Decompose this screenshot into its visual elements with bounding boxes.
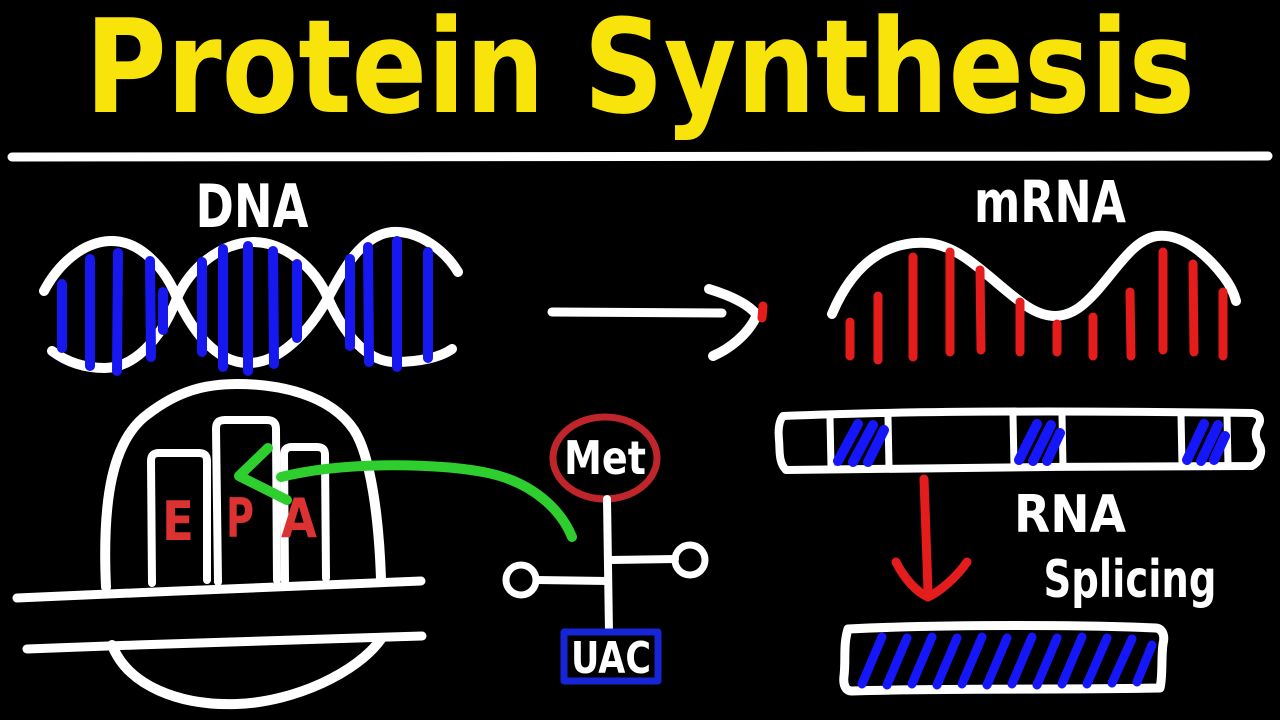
- trna-right-loop: [671, 541, 709, 579]
- anticodon-label: UAC: [571, 633, 651, 684]
- rna-splicing-label-line2: Splicing: [1044, 550, 1217, 610]
- mrna-channel-lower-line: [22, 631, 427, 654]
- pre-mrna-outline: [774, 407, 1266, 474]
- dna-label: DNA: [196, 172, 309, 242]
- mrna-label: mRNA: [974, 168, 1126, 236]
- ribosome-small-subunit: [107, 634, 386, 710]
- pre-mrna-strip: [774, 407, 1266, 474]
- anticodon-box: [560, 628, 662, 685]
- trna-body-stem: [603, 495, 613, 637]
- transcription-arrow-shaft: [547, 307, 727, 318]
- mrna-bases: [757, 247, 1228, 365]
- pre-mrna-exon-hatching: [833, 419, 1230, 467]
- splicing-arrow-head: [891, 557, 972, 602]
- trna-entry-arrow-curve: [276, 460, 577, 542]
- trna: Met UAC: [502, 413, 709, 685]
- transcription-arrow-head: [704, 284, 762, 361]
- spliced-mrna-hatching: [857, 632, 1157, 690]
- ribosome-a-site-slot: [280, 443, 330, 585]
- spliced-mrna-strip: [839, 621, 1169, 696]
- trna-left-loop: [502, 561, 540, 599]
- mrna-strand: [827, 230, 1241, 321]
- trna-entry-arrow-head: [234, 443, 292, 505]
- mrna-section: mRNA: [757, 168, 1241, 365]
- transcription-arrow: [547, 284, 762, 361]
- title-underline: [7, 151, 1273, 162]
- mrna-channel-upper-line: [12, 576, 426, 603]
- ribosome: E P A: [12, 379, 427, 710]
- ribosome-large-subunit: [100, 379, 386, 592]
- site-label-e: E: [162, 490, 194, 553]
- pre-mrna-dividers: [826, 410, 1232, 471]
- dna-section: DNA: [39, 172, 463, 376]
- splicing-arrow-shaft: [919, 474, 933, 596]
- trna-left-arm: [533, 576, 612, 585]
- spliced-mrna-outline: [839, 621, 1169, 696]
- splicing-step: RNA Splicing: [891, 474, 1217, 610]
- page-title: Protein Synthesis: [85, 0, 1195, 143]
- ribosome-e-site-slot: [147, 449, 211, 587]
- dna-base-pairs: [57, 236, 433, 376]
- ribosome-p-site-slot: [212, 416, 281, 586]
- trna-entry-arrow: [234, 443, 577, 542]
- rna-splicing-label-line1: RNA: [1014, 485, 1126, 545]
- trna-right-arm: [605, 555, 679, 564]
- met-label: Met: [564, 431, 646, 485]
- site-label-p: P: [226, 487, 254, 550]
